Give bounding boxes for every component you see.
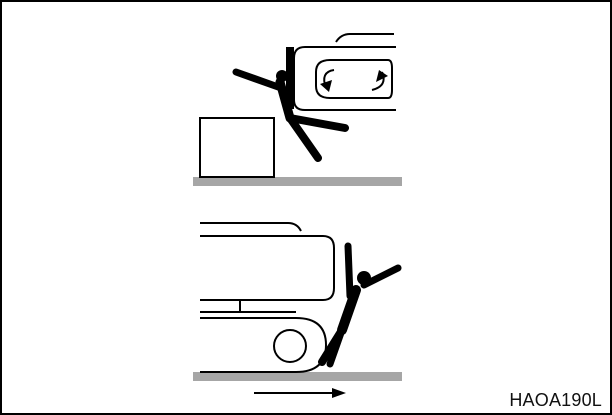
rotation-arrow-head-left <box>320 80 332 92</box>
travel-arrow-icon <box>332 388 346 398</box>
track-upper <box>200 317 328 373</box>
track-frame <box>200 300 296 313</box>
person-figure-bottom <box>318 242 402 368</box>
figure-code-label: HAOA190L <box>509 390 602 410</box>
machine-inner-top <box>315 59 393 99</box>
person-figure-top <box>232 68 349 162</box>
machine-cab-bottom <box>200 222 302 232</box>
idler-wheel <box>273 329 307 363</box>
rotation-arrow-head-right <box>376 70 388 82</box>
scene-crushed-by-swing <box>193 33 402 186</box>
machine-cab-top <box>335 33 394 43</box>
scene-run-over <box>193 222 402 398</box>
machine-body-bottom <box>200 235 335 301</box>
obstacle-box <box>199 117 275 178</box>
ground-strip-bottom <box>193 372 402 381</box>
machine-edge-top <box>286 47 294 109</box>
ground-strip-top <box>193 177 402 186</box>
